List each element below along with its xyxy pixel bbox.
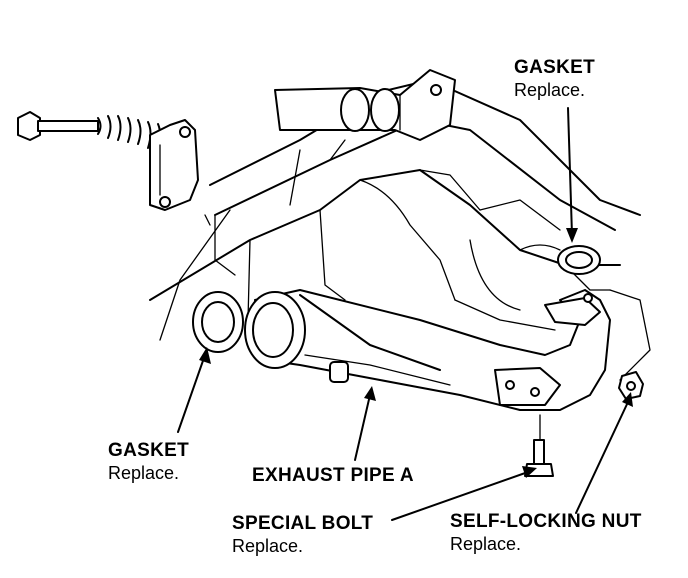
leader-lines	[177, 107, 633, 521]
label-gasket-top: GASKET Replace.	[514, 58, 595, 100]
gasket-left-note: Replace.	[108, 462, 180, 483]
label-gasket-left: GASKET Replace.	[108, 441, 189, 483]
upper-shaft	[274, 69, 456, 141]
special-bolt-title: SPECIAL BOLT	[232, 513, 374, 534]
self-locking-nut-title: SELF-LOCKING NUT	[450, 511, 642, 532]
spring-bolt-assembly	[17, 111, 199, 211]
label-self-locking-nut: SELF-LOCKING NUT Replace.	[450, 512, 642, 554]
special-bolt	[524, 439, 554, 477]
gasket-left-title: GASKET	[108, 440, 189, 461]
label-exhaust-pipe: EXHAUST PIPE A	[252, 466, 414, 486]
left-gasket	[192, 291, 244, 353]
exhaust-pipe-a	[244, 289, 611, 411]
gasket-top-title: GASKET	[514, 57, 595, 78]
exhaust-pipe-title: EXHAUST PIPE A	[252, 465, 414, 486]
self-locking-nut	[618, 371, 644, 400]
gasket-top-note: Replace.	[514, 79, 586, 100]
self-locking-nut-note: Replace.	[450, 533, 522, 554]
engine-subframe	[149, 79, 651, 381]
top-gasket	[557, 245, 601, 275]
label-special-bolt: SPECIAL BOLT Replace.	[232, 514, 373, 556]
special-bolt-note: Replace.	[232, 535, 304, 556]
